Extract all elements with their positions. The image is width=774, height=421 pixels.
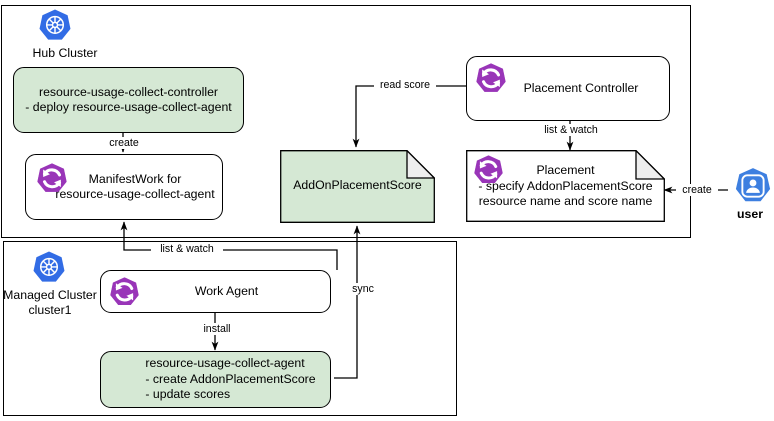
hub-cluster-badge: Hub Cluster <box>10 8 120 60</box>
edge-label-user-create: create <box>676 184 718 196</box>
node-manifestwork[interactable]: ManifestWork for resource-usage-collect-… <box>25 154 223 220</box>
ocm-icon <box>110 277 139 306</box>
edge-label-list-watch-placement: list & watch <box>535 124 607 136</box>
node-addon-placement-score[interactable]: AddOnPlacementScore <box>280 150 435 223</box>
hub-cluster-label: Hub Cluster <box>32 46 98 60</box>
node-work-agent-label: Work Agent <box>194 283 259 298</box>
edge-label-create-manifestwork: create <box>100 137 148 149</box>
node-placement[interactable]: Placement - specify AddonPlacementScore … <box>466 150 665 222</box>
ocm-icon <box>37 163 67 192</box>
ocm-icon <box>476 63 506 92</box>
node-collect-controller[interactable]: resource-usage-collect-controller - depl… <box>13 67 244 133</box>
user-icon <box>735 168 771 202</box>
managed-cluster-label: Managed Cluster cluster1 <box>3 288 97 317</box>
node-work-agent[interactable]: Work Agent <box>100 270 331 313</box>
node-placement-controller-label: Placement Controller <box>523 80 639 95</box>
kubernetes-icon <box>39 9 71 40</box>
node-user-label: user <box>737 207 763 221</box>
managed-cluster-badge: Managed Cluster cluster1 <box>0 250 100 320</box>
edge-label-read-score: read score <box>374 79 436 91</box>
edge-label-list-watch-manifestwork: list & watch <box>151 243 223 255</box>
node-collect-agent-label: resource-usage-collect-agent - create Ad… <box>145 356 316 402</box>
kubernetes-icon <box>33 251 65 282</box>
edge-label-sync: sync <box>347 283 379 295</box>
ocm-icon <box>474 155 503 184</box>
node-manifestwork-label: ManifestWork for resource-usage-collect-… <box>55 171 215 202</box>
node-addon-placement-score-label: AddOnPlacementScore <box>293 178 422 192</box>
node-user[interactable]: user <box>726 167 774 229</box>
edge-label-install: install <box>196 323 238 335</box>
node-placement-controller[interactable]: Placement Controller <box>466 56 670 121</box>
node-collect-agent[interactable]: resource-usage-collect-agent - create Ad… <box>100 351 331 408</box>
node-placement-label: Placement - specify AddonPlacementScore … <box>478 163 653 208</box>
node-collect-controller-label: resource-usage-collect-controller - depl… <box>25 84 232 115</box>
